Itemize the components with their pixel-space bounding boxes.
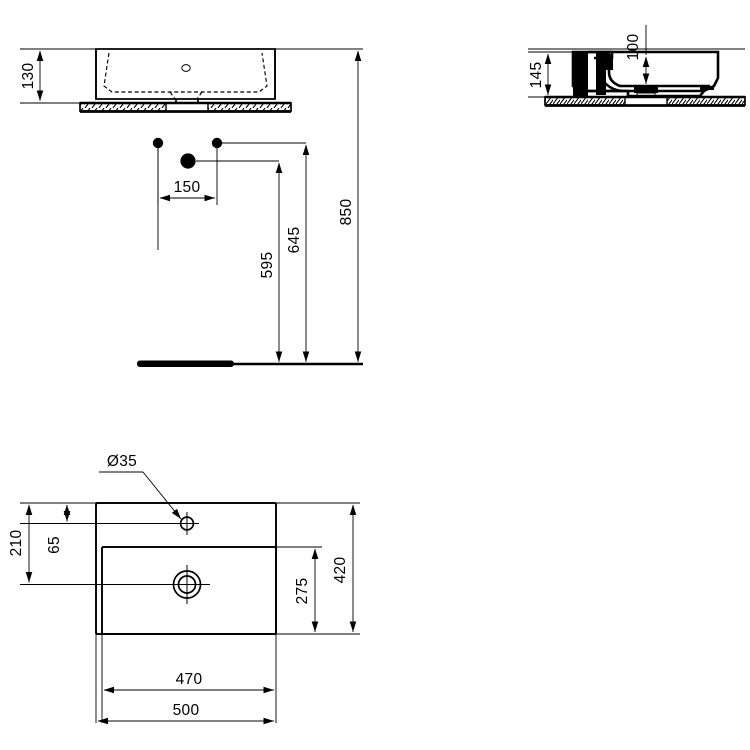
side-bowl-section	[597, 54, 710, 93]
dimension-145: 145	[528, 51, 573, 98]
dimension-100: 100	[625, 25, 650, 84]
tap-hole	[175, 512, 199, 535]
dimension-595-label: 595	[259, 252, 276, 279]
basin-bowl-hidden-edges	[103, 52, 268, 100]
dimension-470-label: 470	[176, 671, 203, 688]
dimension-100-label: 100	[625, 34, 642, 61]
floor-skirting-bar	[137, 360, 234, 367]
dimension-210-label: 210	[8, 530, 25, 557]
dimension-130-label: 130	[20, 63, 37, 90]
side-counter-slab-hatched	[544, 95, 746, 107]
tap-hole-diameter-leader: Ø35	[99, 453, 182, 520]
dimension-210: 210	[8, 504, 33, 583]
plan-bowl-outline	[101, 546, 277, 635]
dimension-150: 150	[157, 148, 218, 205]
dimension-420-label: 420	[332, 557, 349, 584]
dimension-850-label: 850	[338, 199, 355, 226]
floor-line	[137, 360, 363, 367]
dimension-500: 500	[97, 702, 274, 725]
dimension-500-label: 500	[173, 702, 200, 719]
dimension-275: 275	[294, 548, 319, 632]
dimension-65-label: 65	[46, 536, 63, 554]
plan-outer-outline	[95, 502, 277, 635]
tap-hole-diameter-label: Ø35	[107, 453, 137, 470]
dimension-145-label: 145	[528, 62, 545, 89]
dimension-595: 595	[259, 162, 283, 362]
waste-point	[180, 153, 196, 169]
dimension-850: 850	[338, 50, 362, 362]
dimension-275-label: 275	[294, 578, 311, 605]
drain-hole	[165, 565, 210, 604]
supply-point-left	[152, 137, 164, 149]
dimension-645: 645	[286, 144, 310, 362]
overflow-hole	[181, 64, 191, 72]
dimension-645-label: 645	[286, 227, 303, 254]
dimension-65: 65	[46, 504, 71, 554]
dimension-420: 420	[332, 504, 357, 632]
dimension-130: 130	[20, 48, 96, 104]
diameter-leader-line	[142, 471, 182, 520]
dimension-470: 470	[103, 671, 274, 694]
side-section-view: 145 100	[528, 25, 746, 107]
basin-front-outline	[95, 48, 276, 100]
counter-slab-hatched	[79, 101, 292, 113]
dimension-150-label: 150	[174, 179, 201, 196]
plan-view: Ø35 65 210 27	[8, 453, 360, 725]
front-elevation-view: 130 150 595	[20, 48, 363, 367]
